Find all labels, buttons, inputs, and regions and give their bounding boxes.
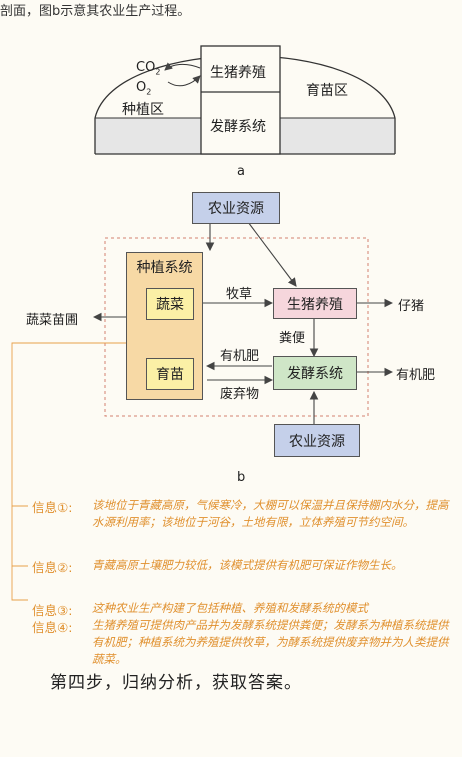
pig-farming-label-a: 生猪养殖 bbox=[210, 65, 266, 81]
nursery-zone-label: 育苗区 bbox=[306, 83, 348, 99]
agri-resource-bottom-box: 农业资源 bbox=[274, 424, 360, 457]
info-2-label: 信息②: bbox=[32, 560, 73, 575]
seedling-box: 育苗 bbox=[146, 358, 194, 390]
agri-resource-top-box: 农业资源 bbox=[192, 192, 280, 224]
piglet-label: 仔猪 bbox=[398, 299, 425, 314]
organic-fertilizer-mid-label: 有机肥 bbox=[220, 349, 260, 364]
waste-label: 废弃物 bbox=[220, 387, 260, 402]
forage-label: 牧草 bbox=[226, 287, 253, 302]
step-four-heading: 第四步，归纳分析，获取答案。 bbox=[50, 673, 302, 693]
o2-label: O2 bbox=[136, 80, 152, 97]
figure-b-caption: b bbox=[237, 470, 246, 485]
info-4-label: 信息④: bbox=[32, 620, 73, 635]
manure-label: 粪便 bbox=[279, 331, 306, 346]
figure-a-caption: a bbox=[237, 164, 245, 179]
info-3-text: 这种农业生产构建了包括种植、养殖和发酵系统的模式 bbox=[92, 601, 368, 615]
pig-farming-box: 生猪养殖 bbox=[273, 288, 357, 319]
planting-zone-label: 种植区 bbox=[122, 102, 164, 118]
fermentation-label-a: 发酵系统 bbox=[210, 119, 266, 135]
info-1-text: 该地位于青藏高原，气候寒冷，大棚可以保温并且保持棚内水分，提高水源利用率；该地位… bbox=[92, 498, 449, 529]
info-1-label: 信息①: bbox=[32, 500, 73, 515]
vegetable-nursery-label: 蔬菜苗圃 bbox=[26, 313, 79, 328]
organic-fertilizer-out-label: 有机肥 bbox=[396, 368, 436, 383]
flow-diagram bbox=[11, 221, 394, 601]
info-4-text: 生猪养殖可提供肉产品并为发酵系统提供粪便；发酵系为种植系统提供有机肥；种植系统为… bbox=[92, 618, 449, 666]
vegetable-box: 蔬菜 bbox=[146, 288, 194, 320]
intro-text: 剖面，图b示意其农业生产过程。 bbox=[0, 4, 191, 19]
info-3-label: 信息③: bbox=[32, 603, 73, 618]
greenhouse-figure bbox=[94, 45, 396, 155]
info-2-text: 青藏高原土壤肥力较低，该模式提供有机肥可保证作物生长。 bbox=[92, 558, 403, 572]
fermentation-system-box: 发酵系统 bbox=[273, 356, 357, 390]
co2-label: CO2 bbox=[136, 60, 161, 77]
